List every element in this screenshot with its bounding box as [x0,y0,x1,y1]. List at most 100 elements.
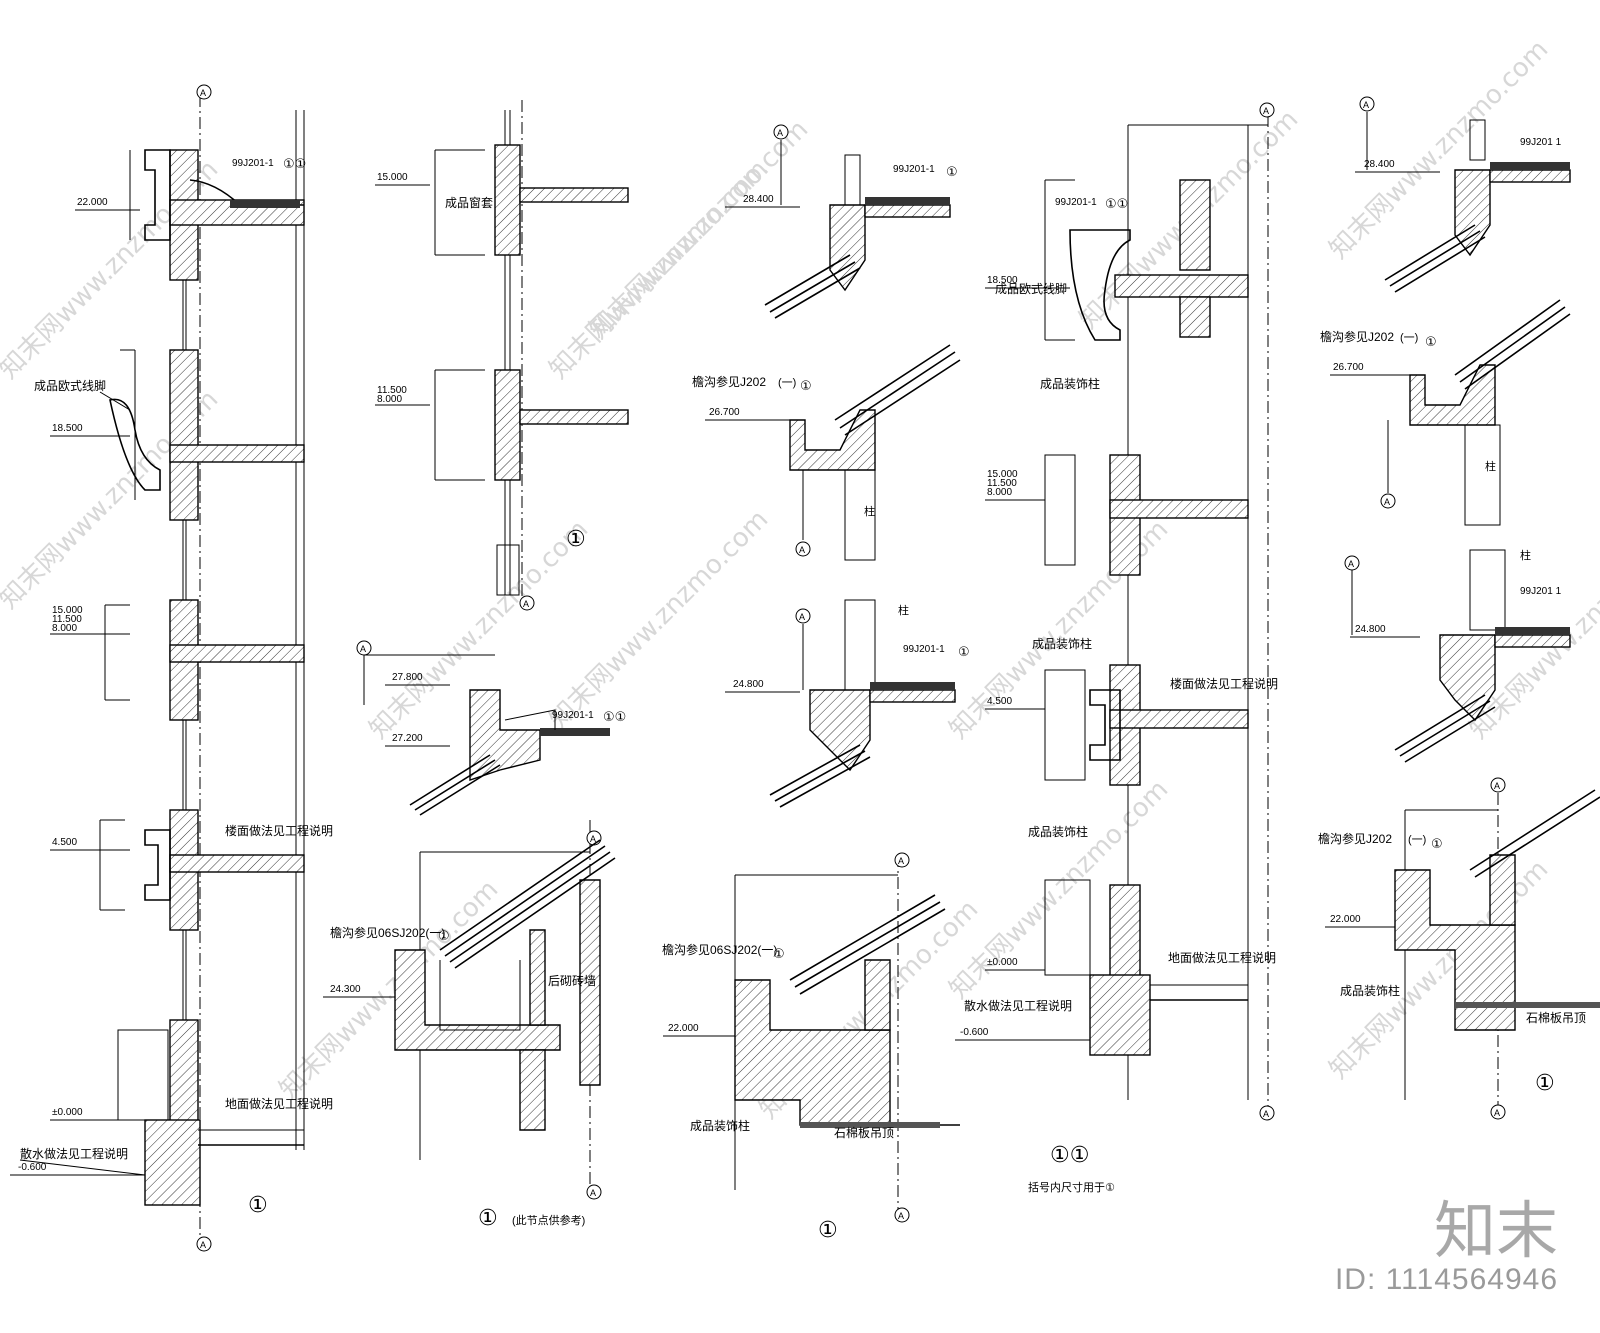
floor-note: 楼面做法见工程说明 [1170,676,1278,691]
section-right: A A 18.500 15.000 11.500 8.000 4.500 [955,102,1278,1194]
axis-a-label: A [200,88,206,98]
elevation-label: -0.600 [960,1027,989,1038]
ref-label: 99J201-1 [232,158,274,169]
axis-a-label: A [1363,100,1369,110]
gutter-ref-label: (一) [1408,834,1426,846]
ground-note: 地面做法见工程说明 [225,1096,333,1111]
elevation-label: 8.000 [52,623,77,634]
window-sill-label: 成品窗套 [445,196,493,210]
detail-mark: ①① [603,709,626,724]
ceiling-label: 石棉板吊顶 [834,1126,894,1140]
watermark-text: 知末网www.znzmo.com [1324,854,1555,1085]
detail-mark: ① [566,526,586,551]
elevation-label: 18.500 [52,423,83,434]
back-brick-label: 后砌砖墙 [548,973,596,988]
watermark-text: 知末网www.znzmo.com [274,874,505,1105]
ref-label: 99J201-1 [893,164,935,175]
detail-mark: ① [1431,836,1443,851]
bracket-note: 括号内尺寸用于① [1028,1180,1115,1194]
section-gutter-267: A 26.700 檐沟参见J202 (一) ① 柱 [692,344,961,561]
elevation-label: 27.200 [392,733,423,744]
section-parapet-278: A 27.800 27.200 99J201-1 ①① [356,640,626,816]
elevation-label: 27.800 [392,672,423,683]
elevation-label: 18.500 [987,275,1018,286]
elevation-label: 24.300 [330,984,361,995]
axis-a-label: A [1494,781,1500,791]
cornice-label: 成品欧式线脚 [995,281,1067,296]
elevation-label: 11.500 [377,385,407,396]
floor-note: 楼面做法见工程说明 [225,823,333,838]
elevation-label: 4.500 [52,837,77,848]
apron-note: 散水做法见工程说明 [20,1146,128,1161]
elevation-label: 28.400 [1364,159,1395,170]
section-left: A A [10,84,333,1252]
axis-a-label: A [590,834,596,844]
detail-mark: ① [800,378,812,393]
column-label: 柱 [864,504,875,518]
detail-mark: ① [958,644,970,659]
gutter-ref-label: (一) [778,377,796,389]
gutter-ref-label: 檐沟参见J202 [1320,329,1394,344]
column-label: 柱 [1485,459,1496,473]
section-col-284: A 28.400 99J201-1 ① [725,124,958,319]
elevation-label: 22.000 [77,197,108,208]
axis-a-label: A [898,856,904,866]
detail-mark: ① [1535,1070,1555,1095]
apron-note: 散水做法见工程说明 [964,998,1072,1013]
column-label: 柱 [898,603,909,617]
gutter-ref-label: 檐沟参见J202 [1318,831,1392,846]
axis-a-label: A [1494,1108,1500,1118]
gutter-ref-label: 檐沟参见J202 [692,374,766,389]
ref-label: 99J201-1 [552,710,594,721]
elevation-label: 8.000 [987,487,1012,498]
detail-mark: ① [946,164,958,179]
elevation-label: 15.000 [377,172,408,183]
axis-a-label: A [898,1211,904,1221]
axis-a-label: A [1384,497,1390,507]
detail-mark: ①① [283,156,306,171]
detail-mark: ① [1425,334,1437,349]
ref-label: 99J201 1 [1520,137,1562,148]
axis-a-label: A [777,128,783,138]
section-col-248: A 24.800 柱 99J201-1 ① [725,599,970,808]
dec-col-label: 成品装饰柱 [1340,983,1400,998]
elevation-label: 11.500 [987,478,1017,489]
elevation-label: ±0.000 [52,1107,83,1118]
column-label: 柱 [1520,548,1531,562]
detail-mark: ①① [1105,196,1128,211]
dec-col-label: 成品装饰柱 [1040,376,1100,391]
detail-mark: ① [773,946,785,961]
axis-a-label: A [1348,559,1354,569]
elevation-label: 15.000 [52,605,83,616]
section-window: A 15.000 11.500 8.000 成品窗套 ① [375,100,629,611]
elevation-label: 22.000 [1330,914,1361,925]
watermark-text: 知末网www.znzmo.com [1324,34,1555,265]
detail-mark: ① [818,1217,838,1242]
axis-a-label: A [1263,1109,1269,1119]
axis-a-label: A [200,1240,206,1250]
elevation-label: -0.600 [18,1162,47,1173]
elevation-label: 24.800 [733,679,764,690]
brand-logo: 知末 [1433,1194,1558,1267]
elevation-label: 8.000 [377,394,402,405]
section-gutter-243: A A 24.300 檐沟参见06SJ202(一) ① 后砌砖墙 ① (此节点供… [323,820,616,1230]
ground-note: 地面做法见工程说明 [1168,950,1276,965]
dec-col-label: 成品装饰柱 [1032,636,1092,651]
elevation-label: 26.700 [1333,362,1364,373]
gutter-ref-label: 檐沟参见06SJ202(一) [662,942,777,957]
ref-label: 99J201 1 [1520,586,1562,597]
ceiling-label: 石棉板吊顶 [1526,1011,1586,1025]
elevation-label: 15.000 [987,469,1018,480]
watermarks: 知末网www.znzmo.com 知末网www.znzmo.com 知末网www… [0,34,1600,1125]
elevation-label: 24.800 [1355,624,1386,635]
detail-mark: ① [438,928,450,943]
axis-a-label: A [590,1188,596,1198]
axis-a-label: A [523,599,529,609]
detail-mark: ① [248,1192,268,1217]
elevation-label: 11.500 [52,614,82,625]
image-id: ID: 1114564946 [1334,1263,1558,1296]
gutter-ref-label: (一) [1400,332,1418,344]
watermark-text: 知末网www.znzmo.com [584,114,815,345]
detail-mark: ① [478,1205,498,1230]
